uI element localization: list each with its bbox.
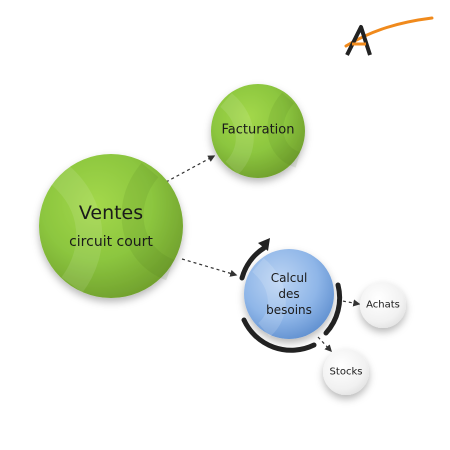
facturation-label: Facturation <box>221 122 295 138</box>
node-ventes <box>39 154 183 298</box>
ventes-sublabel: circuit court <box>69 233 153 250</box>
edge-ventes-facturation <box>165 155 216 183</box>
calcul-label-line3: besoins <box>266 303 312 318</box>
stocks-label: Stocks <box>329 366 363 378</box>
ventes-label: Ventes <box>78 202 144 225</box>
calcul-label-line2: des <box>278 287 300 302</box>
node-stocks <box>323 349 369 395</box>
edge-calcul-achats <box>336 299 361 307</box>
edge-calcul-stocks <box>317 336 332 353</box>
node-achats <box>360 282 406 328</box>
node-facturation <box>211 84 305 178</box>
node-calcul-des-besoins <box>244 249 334 339</box>
calcul-label-line1: Calcul <box>270 271 308 286</box>
achats-label: Achats <box>366 299 400 311</box>
logo-icon <box>344 16 434 56</box>
cycle-arrows-icon <box>239 238 343 353</box>
edge-ventes-calcul <box>181 258 238 277</box>
